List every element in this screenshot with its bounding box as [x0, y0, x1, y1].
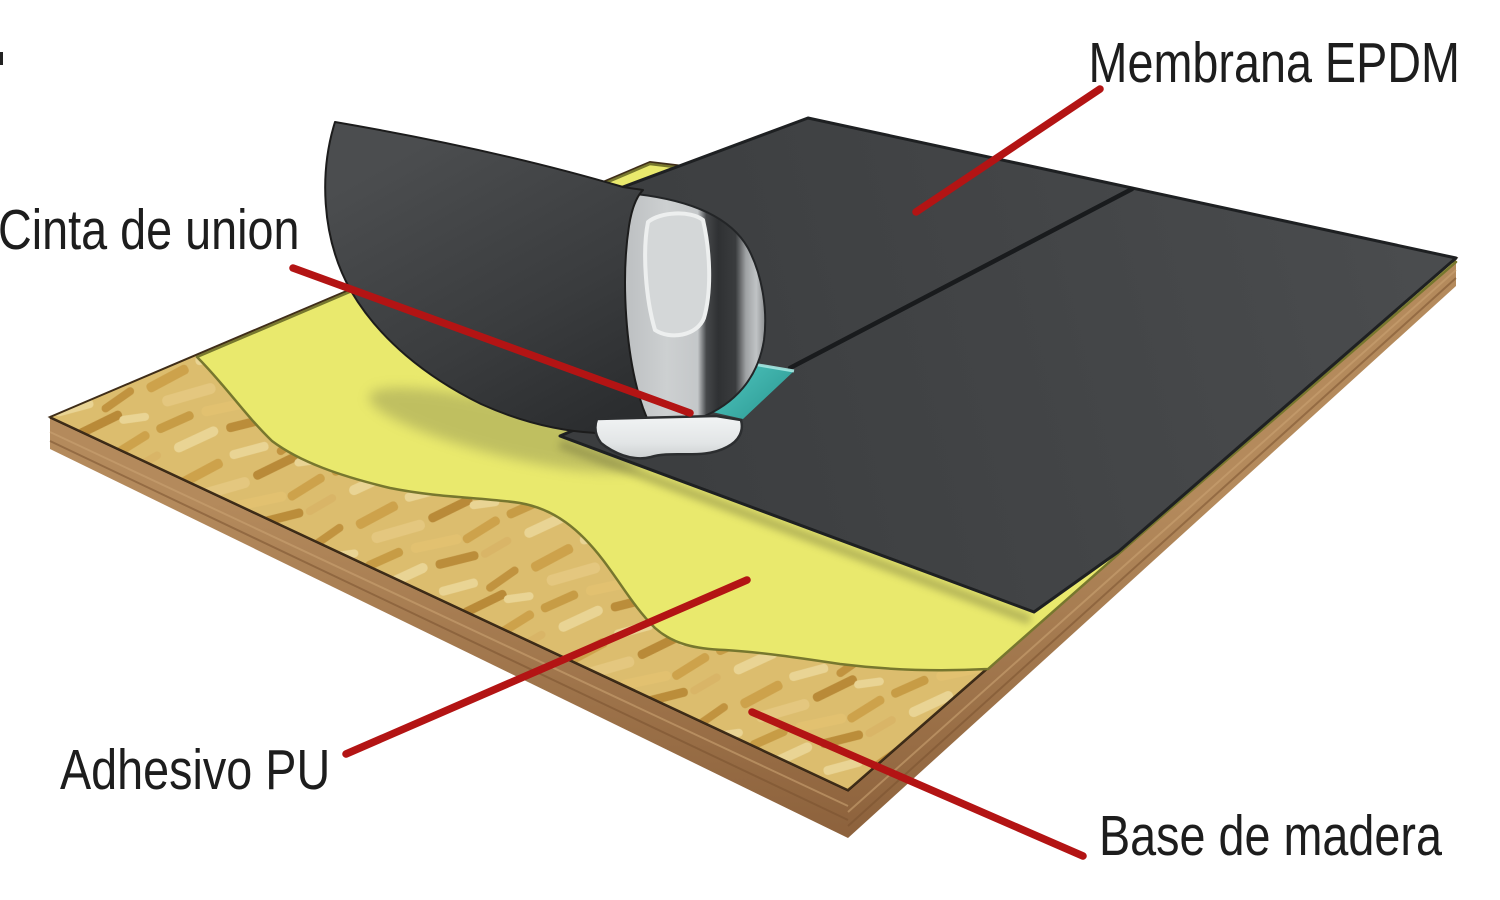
membrane-edge-shadow: [558, 439, 1032, 625]
leader-line-adhesivo-pu: [342, 576, 751, 758]
leader-line-base-de-madera: [748, 708, 1087, 860]
edge-artifact: [0, 52, 3, 65]
leader-line-cinta-de-union: [289, 264, 694, 417]
release-liner: [594, 414, 744, 460]
label-adhesivo-pu: Adhesivo PU: [60, 738, 331, 802]
membrane-flap: [324, 121, 767, 434]
leader-line-membrana-epdm: [912, 85, 1104, 216]
wood-grain-lines-light: [49, 269, 1457, 813]
wood-edge-front-left: [50, 417, 848, 838]
wood-edge-front-right: [848, 258, 1456, 838]
label-base-de-madera: Base de madera: [1099, 804, 1442, 868]
wood-grain-lines: [49, 277, 1457, 827]
membrane-seam-line: [787, 186, 1135, 371]
flap-adhesive-patch: [643, 211, 712, 338]
label-membrana-epdm: Membrana EPDM: [1088, 31, 1460, 95]
label-cinta-de-union: Cinta de union: [0, 198, 300, 262]
leader-lines: [289, 85, 1104, 860]
